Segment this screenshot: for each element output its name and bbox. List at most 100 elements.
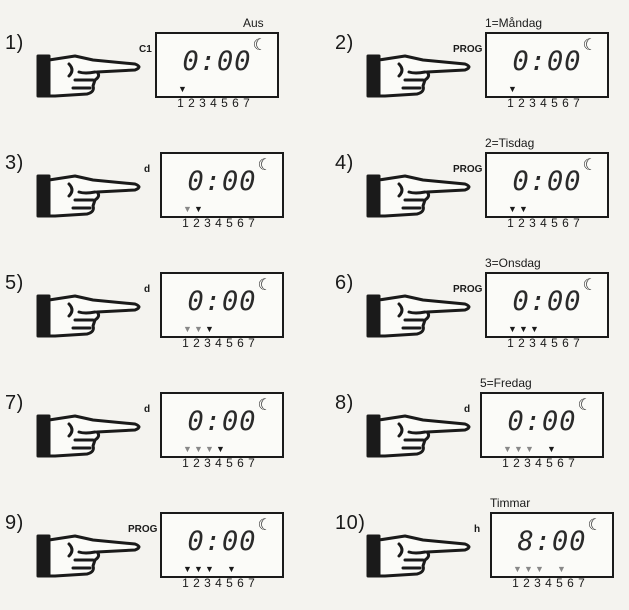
day-number: 5 [224,336,235,350]
day-marker-icon: ▼ [193,204,204,214]
day-numbers: 1234567 [505,336,582,350]
pointing-hand-icon [365,522,475,582]
day-number: 1 [180,216,191,230]
day-marker-icon: ▼ [193,324,204,334]
instruction-step: 10) hTimmar8:00☾▼▼▼▼1234567 [335,482,629,592]
step-number: 7) [5,392,24,415]
step-number: 2) [335,32,354,55]
pointing-hand-icon [35,402,145,462]
day-number: 4 [543,576,554,590]
lcd-display: 0:00☾▼▼ [160,152,284,218]
instruction-step: 3) d0:00☾▼▼1234567 [5,122,305,232]
moon-icon: ☾ [583,158,597,174]
moon-icon: ☾ [258,158,272,174]
day-number: 5 [549,216,560,230]
day-number: 6 [555,456,566,470]
day-number: 7 [576,576,587,590]
day-number: 6 [560,96,571,110]
day-number: 2 [191,576,202,590]
day-marker-icon: ▼ [182,444,193,454]
button-label: PROG [453,284,482,295]
moon-icon: ☾ [583,278,597,294]
step-caption: Timmar [490,496,530,510]
day-number: 1 [505,336,516,350]
day-number: 1 [175,96,186,110]
button-label: PROG [128,524,157,535]
day-number: 2 [191,216,202,230]
step-number: 8) [335,392,354,415]
button-label: PROG [453,44,482,55]
moon-icon: ☾ [583,38,597,54]
day-number: 5 [224,576,235,590]
step-caption: Aus [243,16,264,30]
step-number: 5) [5,272,24,295]
day-marker-icon: ▼ [226,564,237,574]
day-marker-icon: ▼ [518,324,529,334]
button-label: d [144,404,150,415]
day-number: 6 [235,336,246,350]
step-number: 3) [5,152,24,175]
step-number: 10) [335,512,365,535]
moon-icon: ☾ [578,398,592,414]
day-number: 2 [511,456,522,470]
day-number: 2 [191,456,202,470]
day-marker-icon: ▼ [204,444,215,454]
step-caption: 2=Tisdag [485,136,534,150]
day-numbers: 1234567 [505,96,582,110]
lcd-display: 0:00☾▼▼▼▼ [160,392,284,458]
lcd-display: 0:00☾▼▼▼▼ [160,512,284,578]
day-number: 6 [235,576,246,590]
day-number: 5 [549,96,560,110]
pointing-hand-icon [35,282,145,342]
day-marker-icon: ▼ [182,564,193,574]
lcd-display: 8:00☾▼▼▼▼ [490,512,614,578]
day-number: 2 [516,96,527,110]
day-number: 1 [180,456,191,470]
day-number: 7 [571,336,582,350]
day-markers: ▼▼▼ [507,324,597,334]
step-number: 1) [5,32,24,55]
day-numbers: 1234567 [180,216,257,230]
day-marker-icon: ▼ [518,204,529,214]
moon-icon: ☾ [258,278,272,294]
day-markers: ▼ [507,84,597,94]
day-number: 7 [246,336,257,350]
day-marker-icon: ▼ [512,564,523,574]
day-number: 6 [560,336,571,350]
day-marker-icon: ▼ [513,444,524,454]
step-number: 6) [335,272,354,295]
day-number: 3 [202,456,213,470]
day-number: 6 [565,576,576,590]
day-markers: ▼▼ [507,204,597,214]
day-number: 4 [208,96,219,110]
instruction-step: 2) PROG1=Måndag0:00☾▼1234567 [335,2,629,112]
day-number: 5 [219,96,230,110]
day-markers: ▼▼▼▼ [502,444,592,454]
moon-icon: ☾ [253,38,267,54]
lcd-display: 0:00☾▼ [155,32,279,98]
day-marker-icon: ▼ [502,444,513,454]
day-marker-icon: ▼ [215,444,226,454]
day-marker-icon: ▼ [507,324,518,334]
day-number: 7 [246,576,257,590]
day-markers: ▼▼ [182,204,272,214]
button-label: d [464,404,470,415]
button-label: C1 [139,44,152,55]
day-number: 7 [241,96,252,110]
day-number: 4 [213,336,224,350]
moon-icon: ☾ [588,518,602,534]
day-number: 4 [538,216,549,230]
lcd-display: 0:00☾▼ [485,32,609,98]
pointing-hand-icon [35,162,145,222]
day-number: 4 [538,336,549,350]
day-number: 6 [560,216,571,230]
step-caption: 1=Måndag [485,16,542,30]
instruction-step: 6) PROG3=Onsdag0:00☾▼▼▼1234567 [335,242,629,352]
day-markers: ▼▼▼ [182,324,272,334]
day-number: 6 [230,96,241,110]
day-markers: ▼▼▼▼ [512,564,602,574]
